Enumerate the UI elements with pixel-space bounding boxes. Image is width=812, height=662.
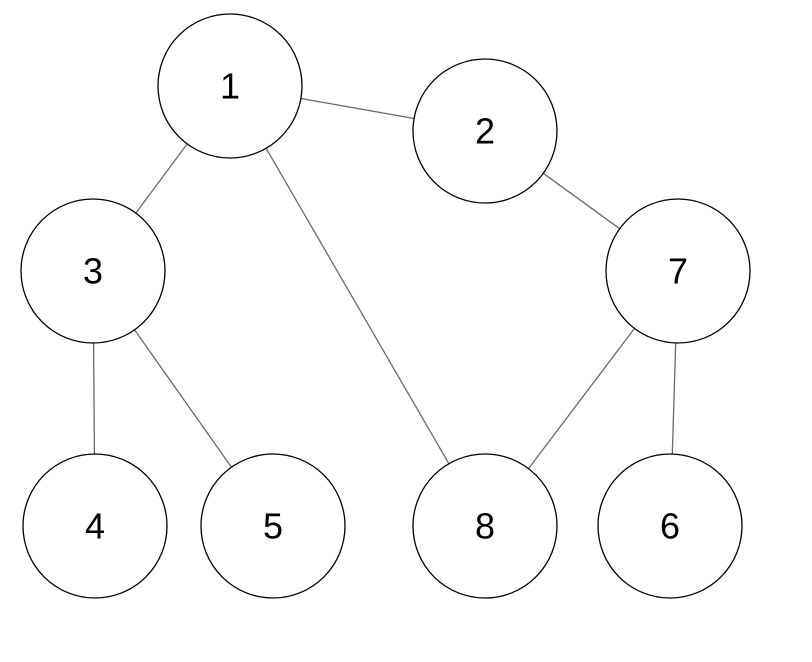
node-circle [22,453,168,599]
edge-1-3 [135,143,188,214]
edge-1-8 [265,147,450,465]
node-circle [200,453,346,599]
node-label: 8 [475,506,495,547]
node-2: 2 [412,58,558,204]
edge-3-5 [133,329,233,468]
edge-3-4 [92,342,96,455]
edge-2-7 [542,172,621,230]
node-circle [597,453,743,599]
node-circle [20,198,166,344]
edge-7-6 [671,342,677,455]
node-1: 1 [157,13,303,159]
node-label: 4 [85,506,105,547]
node-6: 6 [597,453,743,599]
node-label: 5 [263,506,283,547]
node-label: 7 [668,251,688,292]
node-label: 6 [660,506,680,547]
node-circle [412,453,558,599]
node-label: 2 [475,111,495,152]
node-circle [605,198,751,344]
node-layer: 1 2 3 4 5 6 7 8 [20,13,751,599]
node-circle [157,13,303,159]
node-3: 3 [20,198,166,344]
node-7: 7 [605,198,751,344]
node-8: 8 [412,453,558,599]
edge-7-8 [527,328,636,469]
node-label: 1 [220,66,240,107]
edge-1-2 [300,97,415,120]
node-4: 4 [22,453,168,599]
node-5: 5 [200,453,346,599]
node-label: 3 [83,251,103,292]
node-circle [412,58,558,204]
edge-layer [92,97,677,469]
